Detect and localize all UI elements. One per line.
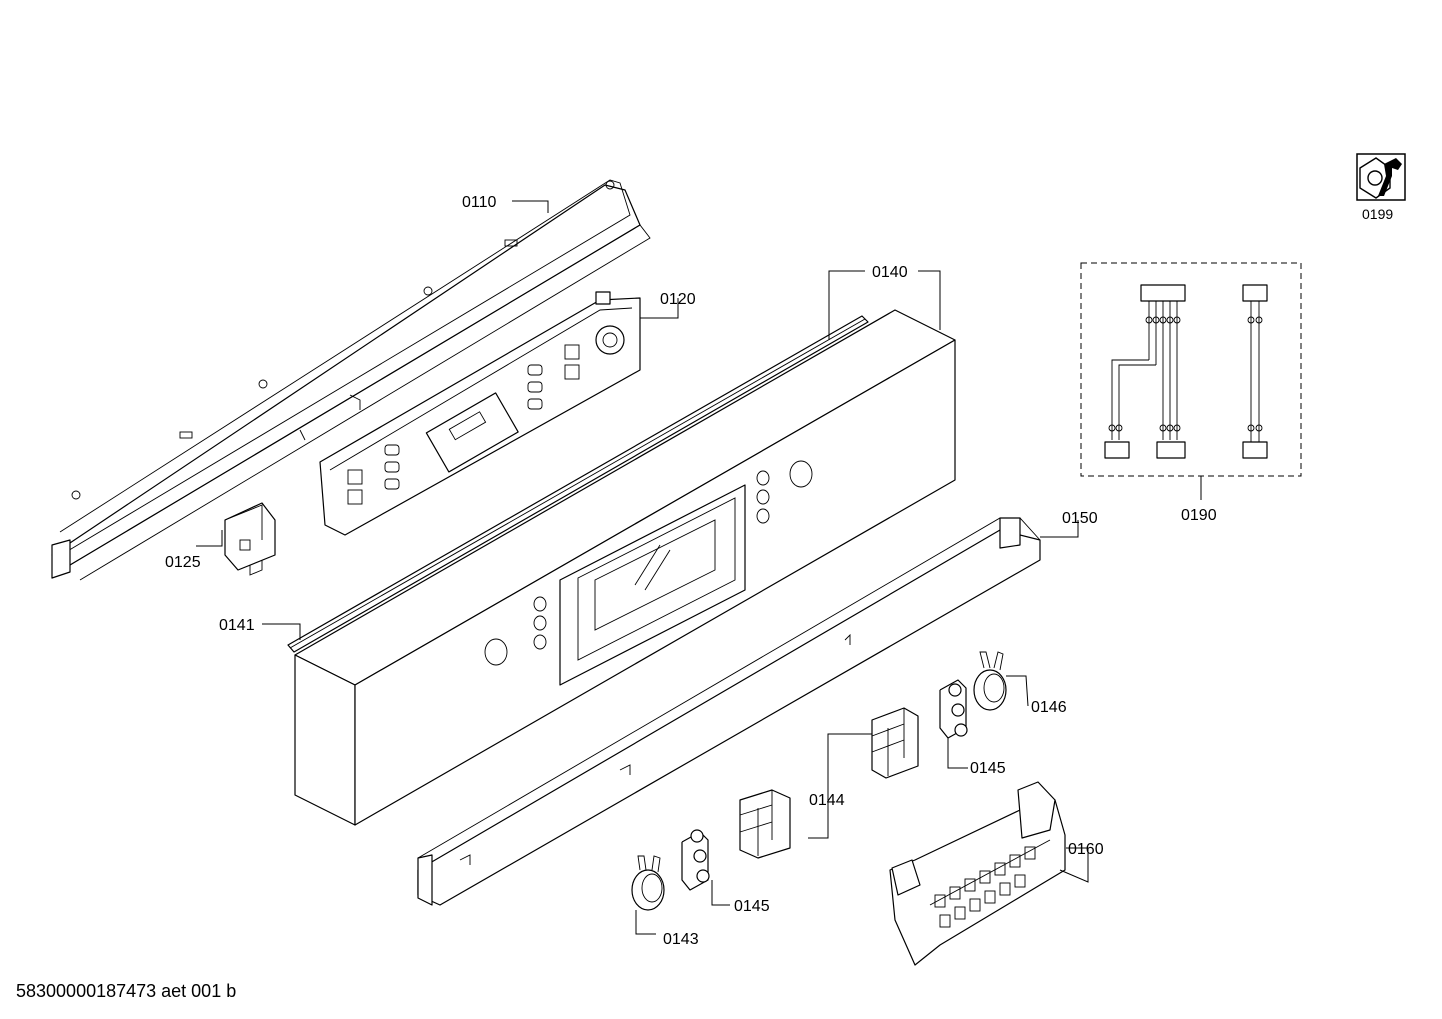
leader-lines xyxy=(196,200,1202,935)
callout-0199: 0199 xyxy=(1362,206,1393,222)
part-0140-fascia[interactable] xyxy=(294,309,956,826)
part-0160-cover[interactable] xyxy=(889,781,1066,966)
callout-0144: 0144 xyxy=(809,792,845,809)
part-0145-buttons-upper[interactable] xyxy=(939,679,968,739)
callout-0110: 0110 xyxy=(462,194,497,211)
service-tool-icon[interactable] xyxy=(1356,153,1406,201)
callout-0145-upper: 0145 xyxy=(970,760,1006,777)
part-0144-button-block-lower[interactable] xyxy=(739,789,791,859)
callout-0160: 0160 xyxy=(1068,841,1104,858)
document-id: 58300000187473 aet 001 b xyxy=(16,981,237,1001)
part-0120-module[interactable] xyxy=(319,291,641,536)
part-0150-trim[interactable] xyxy=(417,517,1041,906)
part-0145-buttons-lower[interactable] xyxy=(681,829,710,891)
part-0146-knob[interactable] xyxy=(973,651,1007,711)
callout-0125: 0125 xyxy=(165,554,201,571)
part-0144-button-block-upper[interactable] xyxy=(871,707,919,779)
callout-0140: 0140 xyxy=(872,264,908,281)
callout-0150: 0150 xyxy=(1062,510,1098,527)
callout-labels: 0110 0120 0125 0140 0141 0143 0144 0145 … xyxy=(165,194,1393,948)
callout-0143: 0143 xyxy=(663,931,699,948)
callout-0120: 0120 xyxy=(660,291,696,308)
callout-0146: 0146 xyxy=(1031,699,1067,716)
part-0110-rail[interactable] xyxy=(51,179,651,581)
part-0190-cable-set[interactable] xyxy=(1080,262,1302,477)
part-0125-clip[interactable] xyxy=(224,502,276,576)
part-0141-seal-strip[interactable] xyxy=(287,315,869,653)
callout-0190: 0190 xyxy=(1181,507,1217,524)
part-0143-knob[interactable] xyxy=(631,855,665,911)
callout-0141: 0141 xyxy=(219,617,255,634)
callout-0145-lower: 0145 xyxy=(734,898,770,915)
